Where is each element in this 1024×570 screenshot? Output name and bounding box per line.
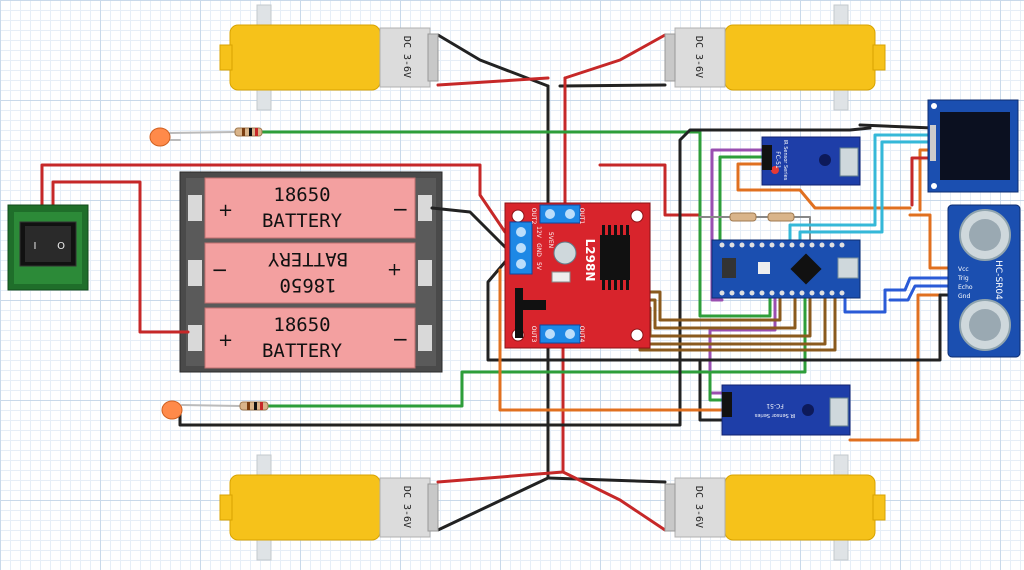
battery-1-line1: 18650 bbox=[273, 184, 330, 206]
l298n-out1: OUT1 bbox=[578, 208, 585, 225]
battery-2: + − 18650 BATTERY bbox=[188, 242, 432, 304]
motor-top-right-label: DC 3-6V bbox=[693, 36, 704, 78]
l298n-out3: OUT3 bbox=[530, 326, 537, 343]
battery-3-line1: 18650 bbox=[273, 314, 330, 336]
motor-top-right: DC 3-6V bbox=[664, 24, 886, 91]
battery-2-plus: + bbox=[387, 259, 402, 280]
battery-3-plus: + bbox=[218, 330, 233, 351]
resistor-pair bbox=[729, 212, 795, 222]
ir-sensor-bottom-title: IR Sensor Series bbox=[754, 412, 795, 418]
l298n-gnd: GND bbox=[535, 243, 542, 257]
motor-top-left-label: DC 3-6V bbox=[401, 36, 412, 78]
motor-bottom-left: DC 3-6V bbox=[219, 474, 439, 541]
battery-2-minus: − bbox=[211, 259, 228, 283]
l298n-en: 5VEN bbox=[547, 232, 554, 248]
motor-top-left: DC 3-6V bbox=[219, 24, 439, 91]
ultrasonic-pin-echo: Echo bbox=[958, 284, 973, 291]
ir-sensor-top-model: FC-51 bbox=[774, 151, 781, 169]
nano-pins-bottom bbox=[719, 290, 845, 296]
oled-display bbox=[927, 99, 1019, 193]
l298n-out4: OUT4 bbox=[578, 326, 585, 343]
ir-sensor-top: IR Sensor Series FC-51 bbox=[761, 136, 861, 186]
battery-2-line2: BATTERY bbox=[267, 248, 348, 270]
battery-3: + − 18650 BATTERY bbox=[188, 307, 432, 369]
arduino-nano bbox=[711, 239, 861, 299]
l298n-driver: L298N OUT1 OUT2 OUT4 OUT3 12V GND 5V 5VE… bbox=[504, 202, 651, 349]
l298n-out2: OUT2 bbox=[530, 208, 537, 225]
led-bottom bbox=[161, 400, 269, 420]
motor-bottom-right: DC 3-6V bbox=[664, 474, 886, 541]
motor-bottom-right-label: DC 3-6V bbox=[693, 486, 704, 528]
l298n-5v: 5V bbox=[535, 262, 542, 271]
battery-holder: + − 18650 BATTERY + − 18650 BATTERY + − … bbox=[179, 171, 443, 373]
motor-bottom-left-label: DC 3-6V bbox=[401, 486, 412, 528]
switch-off-label: O bbox=[57, 241, 65, 252]
ultrasonic-pin-vcc: Vcc bbox=[958, 266, 969, 273]
nano-pins-top bbox=[719, 242, 845, 248]
battery-2-line1: 18650 bbox=[279, 274, 336, 296]
ultrasonic-pin-trig: Trig bbox=[957, 275, 969, 282]
l298n-12v: 12V bbox=[535, 226, 542, 239]
battery-1-line2: BATTERY bbox=[262, 210, 343, 232]
l298n-name: L298N bbox=[583, 239, 597, 282]
battery-3-line2: BATTERY bbox=[262, 340, 343, 362]
rocker-switch: I O bbox=[7, 204, 89, 291]
ultrasonic-model: HC-SR04 bbox=[993, 260, 1003, 300]
ir-sensor-top-title: IR Sensor Series bbox=[782, 140, 788, 181]
battery-1: + − 18650 BATTERY bbox=[188, 177, 432, 239]
ir-sensor-bottom: IR Sensor Series FC-51 bbox=[721, 384, 851, 436]
battery-1-minus: − bbox=[392, 197, 409, 221]
battery-1-plus: + bbox=[218, 200, 233, 221]
ir-sensor-bottom-model: FC-51 bbox=[766, 402, 784, 409]
battery-3-minus: − bbox=[392, 327, 409, 351]
switch-on-label: I bbox=[34, 241, 37, 252]
led-top bbox=[149, 127, 263, 147]
ultrasonic-sensor: HC-SR04 Vcc Trig Echo Gnd bbox=[947, 204, 1021, 358]
ultrasonic-pin-gnd: Gnd bbox=[958, 293, 970, 300]
